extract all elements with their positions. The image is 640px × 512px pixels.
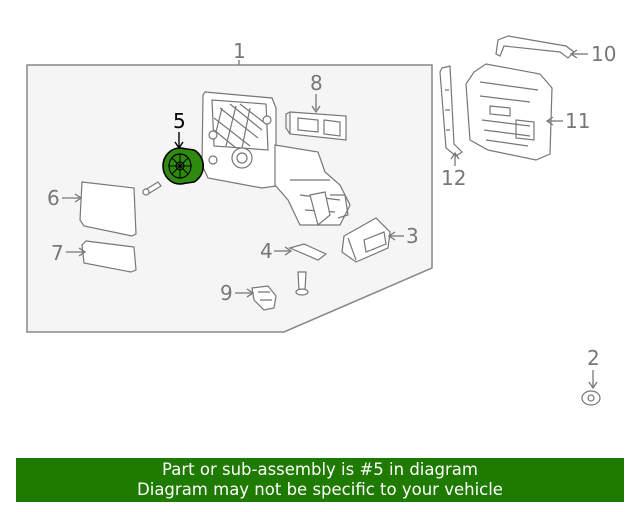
cap-part-10 [495,35,575,59]
mirror-housing-part [201,91,351,227]
callout-6[interactable]: 6 [47,186,60,210]
small-screw [295,271,309,296]
cover-part-11 [465,63,553,161]
callout-7[interactable]: 7 [51,241,64,265]
banner-line-2: Diagram may not be specific to your vehi… [137,480,503,499]
mirror-motor-part-5[interactable] [162,147,205,185]
callout-8[interactable]: 8 [310,71,323,95]
callout-12[interactable]: 12 [441,166,466,190]
callout-4[interactable]: 4 [260,239,273,263]
lamp-part-3 [341,217,391,263]
gasket-part-4 [288,243,328,261]
bracket-part-8 [285,111,347,141]
callout-11[interactable]: 11 [565,109,590,133]
mirror-glass-part-6 [79,181,137,237]
info-banner: Part or sub-assembly is #5 in diagram Di… [16,458,624,502]
callout-3[interactable]: 3 [406,224,419,248]
callout-1[interactable]: 1 [233,39,246,63]
spotter-glass-part-7 [81,240,137,273]
callout-10[interactable]: 10 [591,42,616,66]
callout-5[interactable]: 5 [173,109,186,133]
banner-line-1: Part or sub-assembly is #5 in diagram [162,460,478,479]
trim-part-12 [439,65,463,157]
screw [142,181,162,196]
connector-part-9 [251,285,277,311]
callout-2[interactable]: 2 [587,346,600,370]
nut-part-2 [581,390,601,406]
callout-9[interactable]: 9 [220,281,233,305]
